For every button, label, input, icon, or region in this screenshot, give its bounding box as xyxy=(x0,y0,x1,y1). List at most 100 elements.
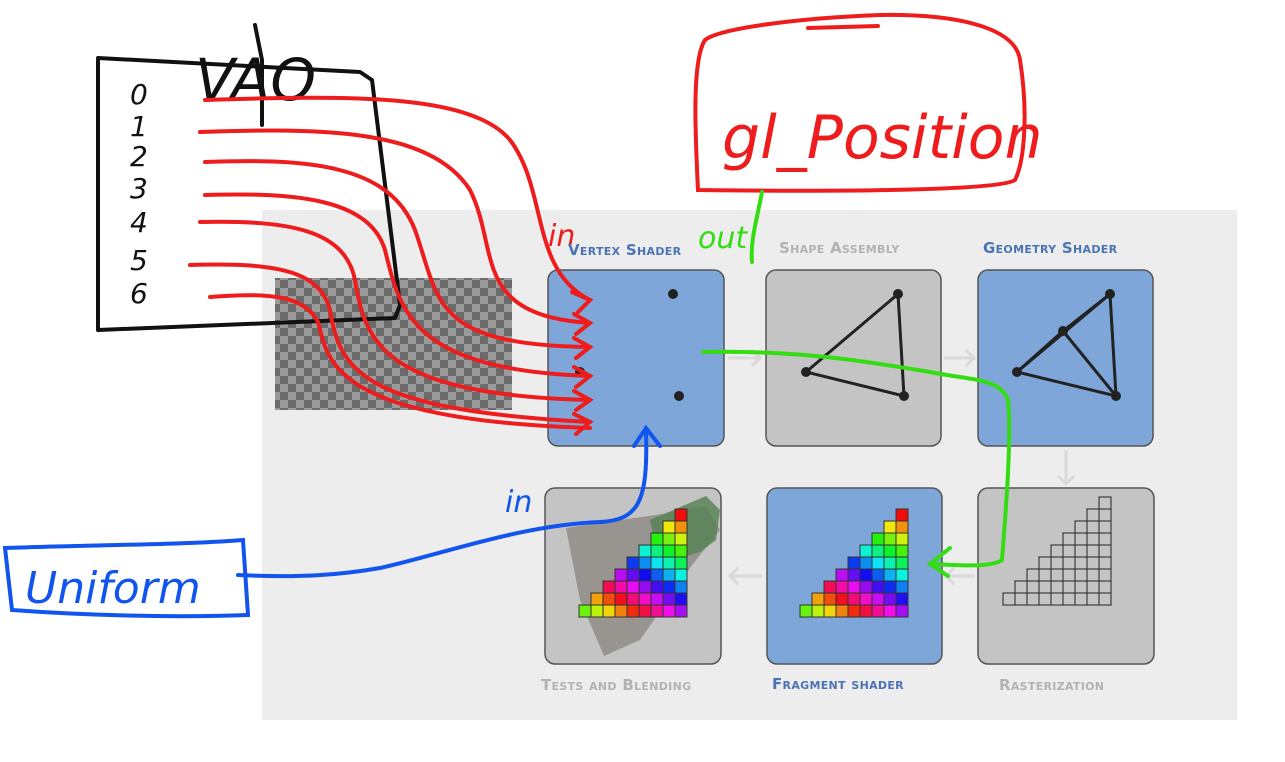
grid-cell xyxy=(662,592,676,606)
grid-cell xyxy=(662,532,676,546)
label-fragment-shader: Fragment shader xyxy=(772,675,904,693)
label-geometry-shader: Geometry Shader xyxy=(983,239,1118,257)
grid-cell xyxy=(835,580,849,594)
grid-cell xyxy=(626,580,640,594)
grid-cell xyxy=(674,592,688,606)
grid-cell xyxy=(835,568,849,582)
vao-label: VAO xyxy=(195,46,316,114)
grid-cell xyxy=(895,544,909,558)
grid-cell xyxy=(859,604,873,618)
grid-cell xyxy=(895,592,909,606)
uniform-in-label: in xyxy=(505,485,532,520)
grid-cell xyxy=(895,604,909,618)
grid-cell xyxy=(883,532,897,546)
vao-slot-6: 6 xyxy=(130,277,148,310)
grid-cell xyxy=(859,556,873,570)
grid-cell xyxy=(847,568,861,582)
grid-cell xyxy=(590,604,604,618)
grid-cell xyxy=(662,556,676,570)
stage-box-shape-assembly xyxy=(765,269,942,447)
grid-cell xyxy=(871,556,885,570)
grid-cell xyxy=(638,604,652,618)
grid-cell xyxy=(650,592,664,606)
grid-cell xyxy=(883,544,897,558)
grid-cell xyxy=(811,592,825,606)
grid-cell xyxy=(662,520,676,534)
grid-cell xyxy=(674,568,688,582)
grid-cell xyxy=(662,580,676,594)
grid-cell xyxy=(638,592,652,606)
fragment-color-grid xyxy=(799,508,909,618)
out-label: out xyxy=(698,221,748,256)
vertex-point-3 xyxy=(674,391,684,401)
vao-slot-1: 1 xyxy=(130,110,148,143)
grid-cell xyxy=(626,568,640,582)
grid-cell xyxy=(895,532,909,546)
grid-cell xyxy=(638,568,652,582)
grid-cell xyxy=(895,568,909,582)
grid-cell xyxy=(602,580,616,594)
uniform-label: Uniform xyxy=(25,563,201,614)
grid-cell xyxy=(674,604,688,618)
vertex-point-1 xyxy=(668,289,678,299)
vao-attribute-lines xyxy=(188,95,594,436)
uniform-box xyxy=(2,424,662,619)
grid-cell xyxy=(638,556,652,570)
grid-cell xyxy=(650,568,664,582)
grid-cell xyxy=(835,592,849,606)
grid-cell xyxy=(674,544,688,558)
grid-cell xyxy=(1002,592,1016,606)
grid-cell xyxy=(823,592,837,606)
grid-cell xyxy=(650,544,664,558)
grid-cell xyxy=(638,544,652,558)
grid-cell xyxy=(871,604,885,618)
grid-cell xyxy=(626,556,640,570)
grid-cell xyxy=(614,568,628,582)
tests-fragment-grid xyxy=(578,508,688,618)
grid-cell xyxy=(883,592,897,606)
label-vertex-shader: Vertex Shader xyxy=(568,241,682,259)
grid-cell xyxy=(895,556,909,570)
label-shape-assembly: Shape Assembly xyxy=(779,239,900,257)
grid-cell xyxy=(883,604,897,618)
grid-cell xyxy=(859,580,873,594)
grid-cell xyxy=(895,520,909,534)
grid-cell xyxy=(871,592,885,606)
vertex-in-label: in xyxy=(548,219,575,254)
grid-cell xyxy=(871,532,885,546)
grid-cell xyxy=(859,592,873,606)
label-tests-blending: Tests and Blending xyxy=(541,676,692,694)
grid-cell xyxy=(823,604,837,618)
grid-cell xyxy=(859,544,873,558)
grid-cell xyxy=(614,604,628,618)
grid-cell xyxy=(602,592,616,606)
gl-position-bubble xyxy=(693,12,1027,193)
grid-cell xyxy=(883,580,897,594)
grid-cell xyxy=(859,568,873,582)
grid-cell xyxy=(674,580,688,594)
grid-cell xyxy=(602,604,616,618)
grid-cell xyxy=(847,556,861,570)
vao-slot-3: 3 xyxy=(130,172,148,205)
stage-box-geometry xyxy=(977,269,1154,447)
grid-cell xyxy=(871,580,885,594)
vao-slot-2: 2 xyxy=(130,140,148,173)
grid-cell xyxy=(835,604,849,618)
grid-cell xyxy=(895,580,909,594)
grid-cell xyxy=(674,532,688,546)
grid-cell xyxy=(847,592,861,606)
grid-cell xyxy=(883,556,897,570)
grid-cell xyxy=(578,604,592,618)
grid-cell xyxy=(895,508,909,522)
grid-cell xyxy=(674,508,688,522)
grid-cell xyxy=(674,556,688,570)
grid-cell xyxy=(799,604,813,618)
grid-cell xyxy=(614,592,628,606)
grid-cell xyxy=(871,544,885,558)
stage-box-rasterization xyxy=(977,487,1155,665)
grid-cell xyxy=(871,568,885,582)
grid-cell xyxy=(662,604,676,618)
